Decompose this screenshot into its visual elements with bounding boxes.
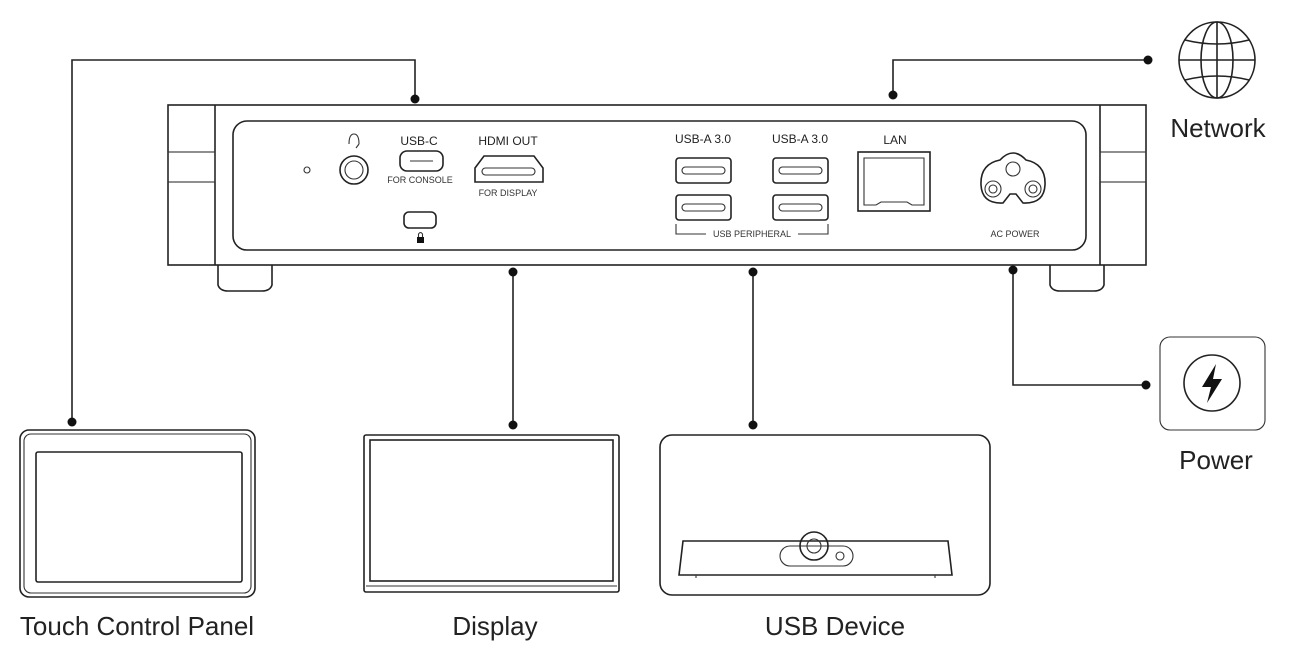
- lan-label: LAN: [883, 133, 906, 147]
- left-foot: [217, 265, 273, 292]
- usb-a-label: USB-A 3.0: [772, 132, 828, 146]
- globe-icon: [1178, 21, 1256, 99]
- line-power: [1012, 270, 1146, 386]
- usb-device-box: [659, 434, 991, 596]
- hdmi-label: HDMI OUT: [478, 134, 538, 148]
- hdmi-sublabel: FOR DISPLAY: [479, 188, 538, 198]
- usb-a-ports: [675, 157, 829, 221]
- touch-control-panel: [19, 429, 256, 598]
- hdmi-port: [474, 155, 544, 183]
- video-bar-icon: [678, 531, 953, 578]
- display-monitor: [363, 434, 620, 593]
- led-indicator: [303, 166, 311, 174]
- lock-icon: [417, 231, 424, 243]
- ac-power-label: AC POWER: [990, 229, 1040, 239]
- line-network: [892, 59, 1148, 95]
- usb-peripheral-label: USB PERIPHERAL: [713, 229, 791, 239]
- power-box: [1159, 336, 1266, 431]
- headphone-icon: [348, 133, 360, 149]
- usb-device-label: USB Device: [765, 611, 905, 641]
- lightning-icon: [1183, 354, 1241, 412]
- usb-c-sublabel: FOR CONSOLE: [387, 175, 453, 185]
- ac-power-inlet: [980, 152, 1046, 204]
- right-foot: [1049, 265, 1105, 292]
- lock-slot: [403, 211, 437, 229]
- dot: [410, 94, 420, 104]
- headphone-jack: [339, 155, 369, 185]
- connector-lines: [67, 55, 1153, 430]
- power-label: Power: [1179, 445, 1253, 475]
- usb-c-port: [399, 150, 444, 172]
- dot: [67, 417, 77, 427]
- hub-device: USB-C FOR CONSOLE HDMI OUT FOR DISPLAY U…: [167, 104, 1147, 292]
- display-label: Display: [452, 611, 537, 641]
- lan-port: [857, 151, 931, 212]
- line-touch-panel: [71, 59, 416, 422]
- usb-c-label: USB-C: [400, 134, 438, 148]
- touch-panel-label: Touch Control Panel: [20, 611, 254, 641]
- network-label: Network: [1170, 113, 1266, 143]
- rear-panel: [232, 120, 1087, 251]
- usb-a-label: USB-A 3.0: [675, 132, 731, 146]
